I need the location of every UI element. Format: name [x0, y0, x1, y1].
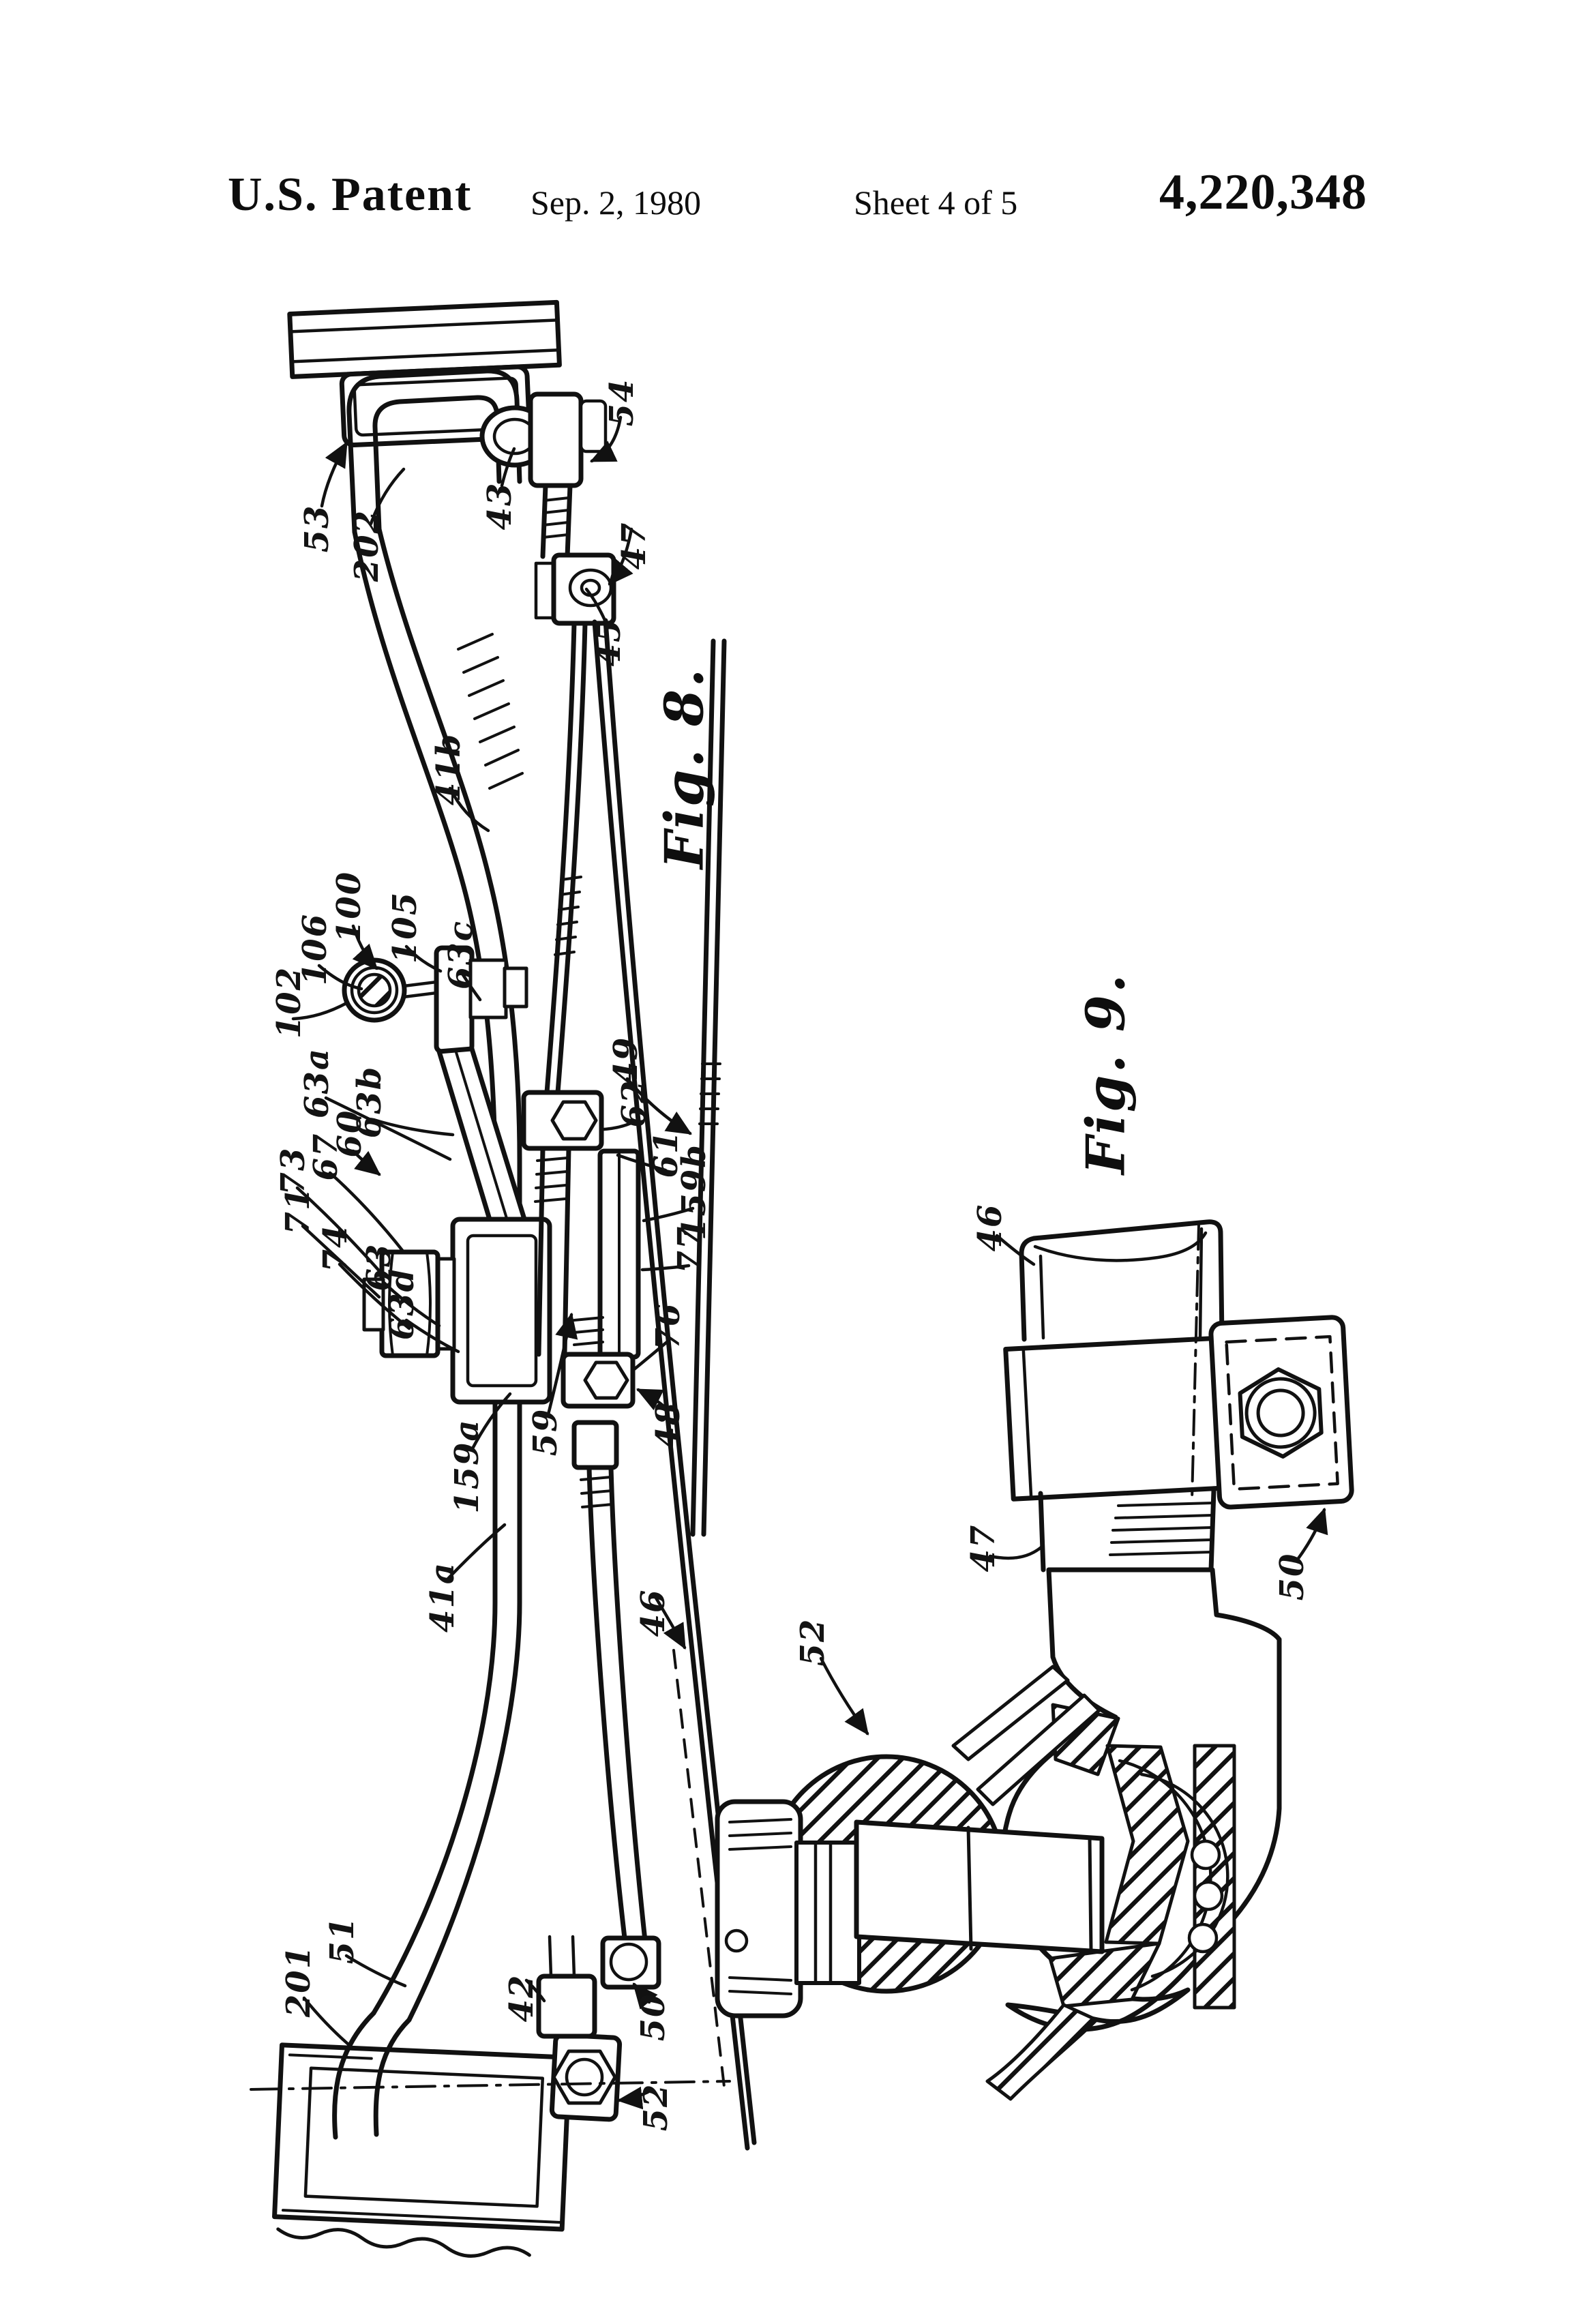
ref-numeral-47: 47 — [615, 521, 653, 570]
ref-numeral-48: 48 — [649, 1401, 687, 1450]
ref-numeral-59: 59 — [526, 1407, 565, 1457]
ref-numeral-63c: 63c — [442, 919, 480, 990]
patent-header-date: Sep. 2, 1980 — [531, 183, 701, 222]
ref-numeral-159a: 159a — [448, 1418, 486, 1514]
patent-header-sheet: Sheet 4 of 5 — [854, 183, 1018, 222]
ref-numeral-41b: 41b — [430, 732, 468, 806]
ref-numeral-102: 102 — [270, 966, 308, 1039]
ref-numeral-77: 77 — [671, 1225, 709, 1274]
ref-numeral-74: 74 — [316, 1223, 355, 1272]
ref-numeral-202: 202 — [348, 509, 386, 582]
ref-numeral-62: 62 — [615, 1079, 653, 1128]
ref-numeral-67: 67 — [307, 1132, 345, 1181]
ref-numeral-45: 45 — [590, 618, 628, 667]
ref-numeral-71: 71 — [279, 1186, 317, 1235]
ref-numeral-54: 54 — [603, 378, 641, 427]
ref-numeral-46: 46 — [634, 1588, 672, 1637]
figure-9-caption: Fig. 9. — [1075, 972, 1137, 1175]
leader-lines — [291, 415, 1328, 2110]
ref-numeral-63a: 63a — [298, 1047, 336, 1118]
figure-8-caption: Fig. 8. — [653, 666, 716, 869]
ref-numeral-41a: 41a — [423, 1562, 462, 1633]
patent-header-number: 4,220,348 — [1159, 164, 1367, 220]
ref-numeral-42: 42 — [503, 1973, 541, 2023]
ref-numeral-76: 76 — [649, 1302, 687, 1351]
ref-numeral-43: 43 — [481, 481, 519, 531]
ref-numeral-105: 105 — [386, 891, 424, 964]
ref-numeral-201: 201 — [280, 1944, 318, 2018]
ref-numeral-49: 49 — [607, 1036, 645, 1085]
ref-numeral-53: 53 — [298, 504, 336, 553]
figure-9-art — [715, 1219, 1354, 2101]
ref-numeral-46: 46 — [971, 1203, 1009, 1252]
ref-numeral-50: 50 — [634, 1993, 672, 2042]
ref-numeral-51: 51 — [323, 1916, 361, 1965]
ref-numeral-50: 50 — [1273, 1552, 1311, 1601]
ref-numeral-52: 52 — [637, 2083, 675, 2132]
ref-numeral-63d: 63d — [383, 1267, 421, 1341]
patent-header-title: U.S. Patent — [228, 168, 473, 221]
ref-numeral-52: 52 — [794, 1618, 832, 1667]
figure-8-art — [250, 299, 757, 2258]
ref-numeral-100: 100 — [330, 870, 368, 944]
ref-numeral-47: 47 — [964, 1523, 1002, 1573]
